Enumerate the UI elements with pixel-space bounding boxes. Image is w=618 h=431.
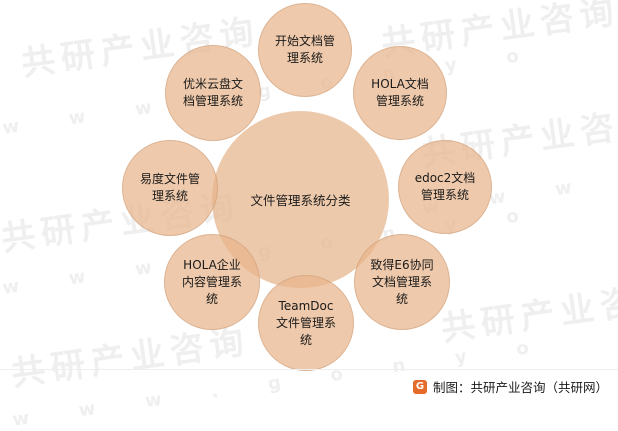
center-label: 文件管理系统分类 bbox=[250, 193, 351, 208]
node-zhide-e6: 致得E6协同文档管理系统 bbox=[354, 234, 450, 330]
node-hola-ecm: HOLA企业内容管理系统 bbox=[164, 234, 260, 330]
node-teamdoc: TeamDoc文件管理系统 bbox=[258, 275, 354, 371]
node-youmi: 优米云盘文档管理系统 bbox=[165, 45, 261, 141]
node-label: 致得E6协同文档管理系统 bbox=[370, 257, 434, 306]
gonyn-logo-icon: G bbox=[412, 379, 427, 394]
node-edoc2: edoc2文档管理系统 bbox=[398, 140, 492, 234]
footer-credit: G 制图：共研产业咨询（共研网） bbox=[412, 377, 608, 396]
node-label: edoc2文档管理系统 bbox=[414, 171, 476, 202]
node-label: 优米云盘文档管理系统 bbox=[182, 77, 243, 108]
node-label: TeamDoc文件管理系统 bbox=[275, 298, 336, 347]
node-label: 开始文档管理系统 bbox=[274, 34, 335, 65]
footer-divider bbox=[0, 369, 618, 370]
node-label: HOLA企业内容管理系统 bbox=[181, 257, 242, 306]
node-yidu: 易度文件管理系统 bbox=[122, 140, 218, 236]
node-kaishi-doc: 开始文档管理系统 bbox=[258, 3, 352, 97]
node-hola-doc: HOLA文档管理系统 bbox=[353, 46, 447, 140]
node-label: 易度文件管理系统 bbox=[139, 172, 200, 203]
credit-text: 制图：共研产业咨询（共研网） bbox=[432, 380, 608, 395]
node-label: HOLA文档管理系统 bbox=[371, 77, 429, 108]
